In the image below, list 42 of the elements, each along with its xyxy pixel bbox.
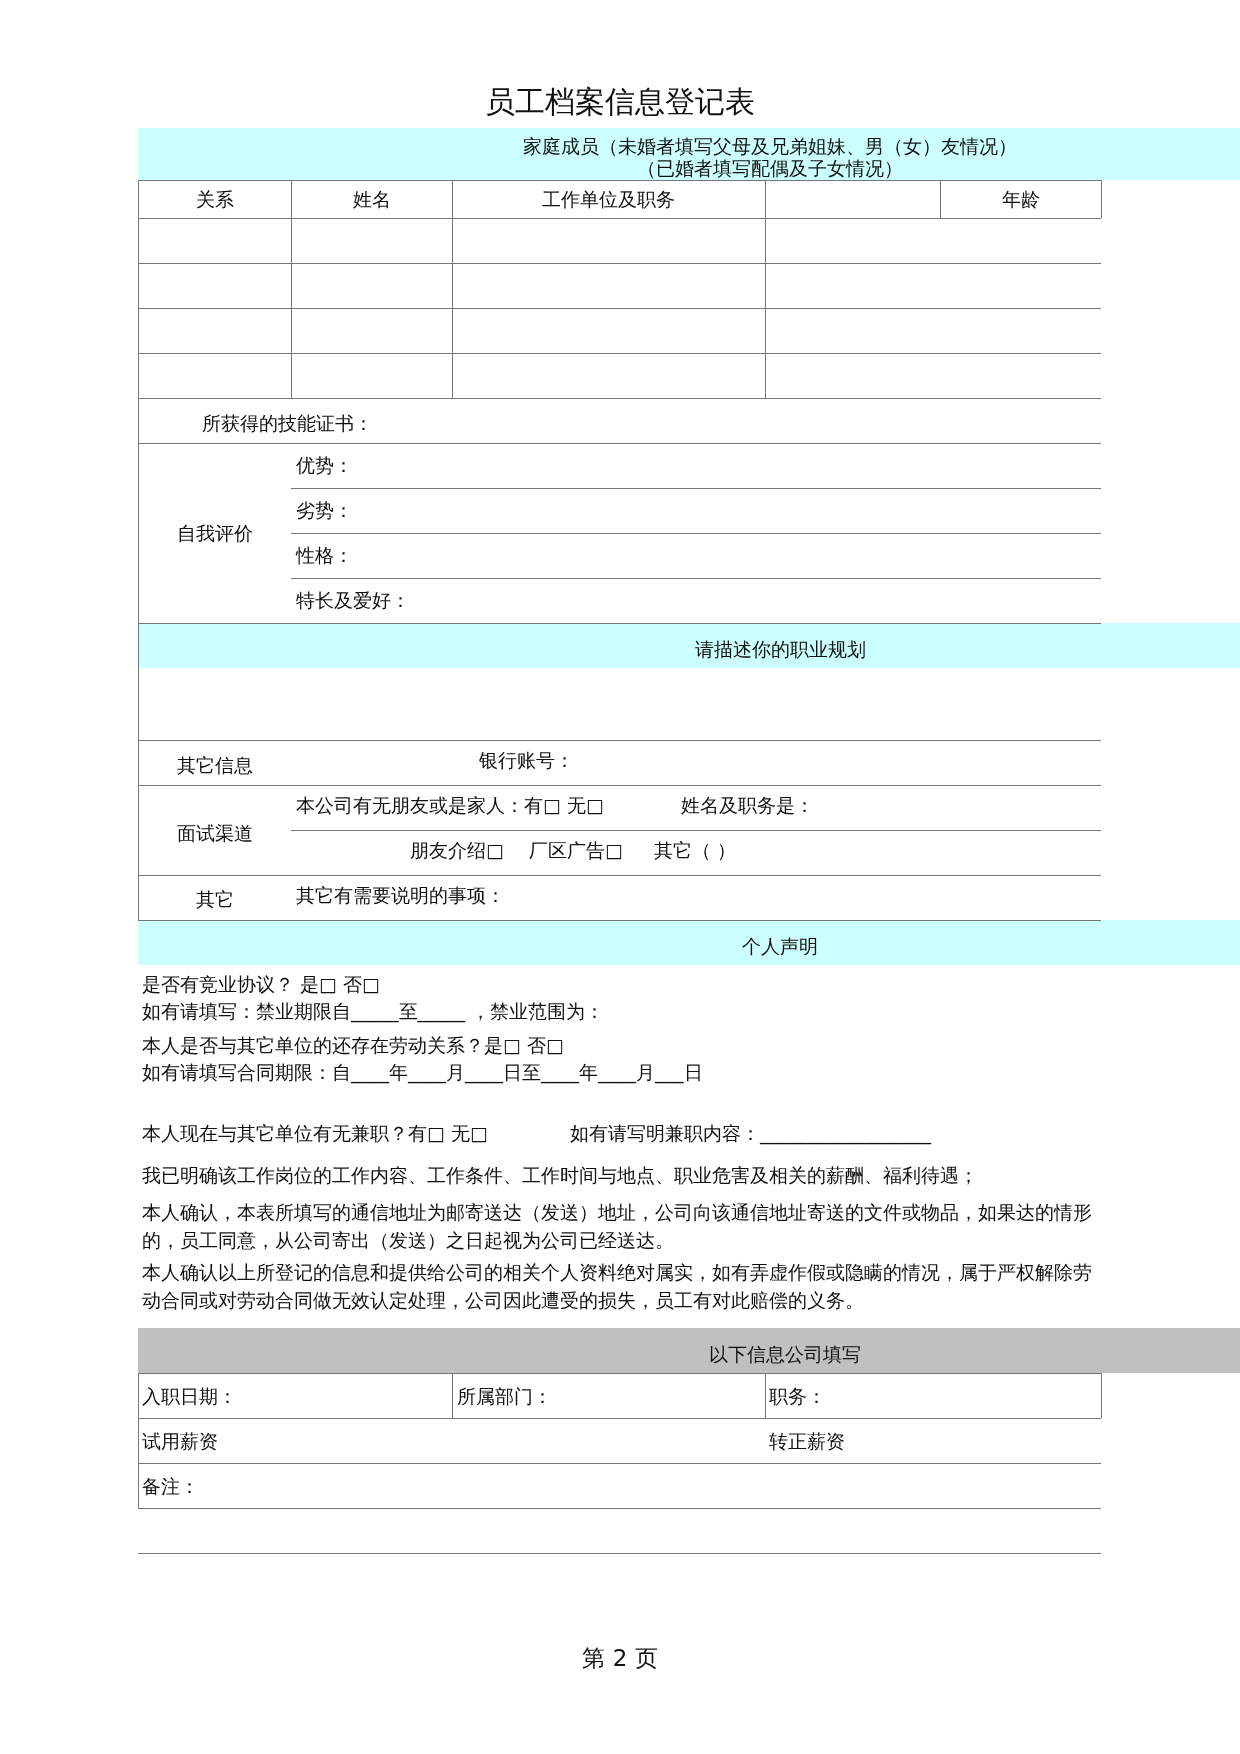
row-label: 面试渠道 bbox=[175, 821, 254, 846]
section-heading: （已婚者填写配偶及子女情况） bbox=[636, 157, 904, 181]
section-heading: 请描述你的职业规划 bbox=[693, 637, 867, 662]
field-label: 本公司有无朋友或是家人：有□ 无□ bbox=[296, 793, 604, 818]
field-label: 其它（ ） bbox=[654, 838, 737, 863]
page-number: 第 2 页 bbox=[581, 1645, 659, 1671]
field-label: 转正薪资 bbox=[769, 1429, 845, 1454]
form-text: 本人确认，本表所填写的通信地址为邮寄送达（发送）地址，公司向该通信地址寄送的文件或物品，如果达的情形的，员工同意，从公司寄出（发送）之日起视为公司已经送达。 bbox=[142, 1200, 1093, 1253]
column-header: 关系 bbox=[194, 187, 235, 212]
form-text: 本人是否与其它单位的还存在劳动关系？是□ 否□ bbox=[142, 1033, 564, 1058]
field-label: 入职日期： bbox=[142, 1384, 237, 1409]
section-heading: 个人声明 bbox=[741, 934, 819, 959]
field-label: 性格： bbox=[296, 543, 353, 568]
field-label: 所获得的技能证书： bbox=[202, 411, 373, 436]
field-label: 职务： bbox=[769, 1384, 826, 1409]
field-label: 试用薪资 bbox=[142, 1429, 218, 1454]
field-label: 姓名及职务是： bbox=[681, 793, 814, 818]
form-text: 是否有竞业协议？ 是□ 否□ bbox=[142, 972, 380, 997]
section-heading: 以下信息公司填写 bbox=[708, 1342, 862, 1367]
field-label: 朋友介绍□ bbox=[410, 838, 504, 863]
section-heading: 家庭成员（未婚者填写父母及兄弟姐妹、男（女）友情况） bbox=[522, 134, 1018, 159]
form-text: 本人现在与其它单位有无兼职？有□ 无□ bbox=[142, 1121, 488, 1146]
field-label: 其它有需要说明的事项： bbox=[296, 883, 505, 908]
field-label: 厂区广告□ bbox=[529, 838, 623, 863]
column-header: 工作单位及职务 bbox=[541, 187, 676, 212]
form-text: 如有请填写合同期限：自____年____月____日至____年____月___日 bbox=[142, 1060, 703, 1085]
field-label: 特长及爱好： bbox=[296, 588, 410, 613]
row-label: 自我评价 bbox=[175, 521, 254, 546]
column-header: 年龄 bbox=[1000, 187, 1041, 212]
form-text: 如有请填写：禁业期限自_____至_____ ，禁业范围为： bbox=[142, 999, 605, 1024]
form-text: 本人确认以上所登记的信息和提供给公司的相关个人资料绝对属实，如有弄虚作假或隐瞒的情况，属于严权解除劳动合同或对劳动合同做无效认定处理，公司因此遭受的损失，员工有对此赔偿的义务。 bbox=[142, 1260, 1093, 1313]
column-header: 姓名 bbox=[351, 187, 392, 212]
field-label: 优势： bbox=[296, 453, 353, 478]
form-text: 如有请写明兼职内容：__________________ bbox=[570, 1121, 931, 1146]
field-label: 备注： bbox=[142, 1474, 199, 1499]
row-label: 其它信息 bbox=[175, 753, 254, 778]
form-text: 我已明确该工作岗位的工作内容、工作条件、工作时间与地点、职业危害及相关的薪酬、福利待遇； bbox=[142, 1163, 978, 1188]
row-label: 其它 bbox=[194, 887, 235, 912]
title: 员工档案信息登记表 bbox=[484, 83, 756, 121]
field-label: 所属部门： bbox=[457, 1384, 552, 1409]
field-label: 劣势： bbox=[296, 498, 353, 523]
field-label: 银行账号： bbox=[479, 748, 574, 773]
